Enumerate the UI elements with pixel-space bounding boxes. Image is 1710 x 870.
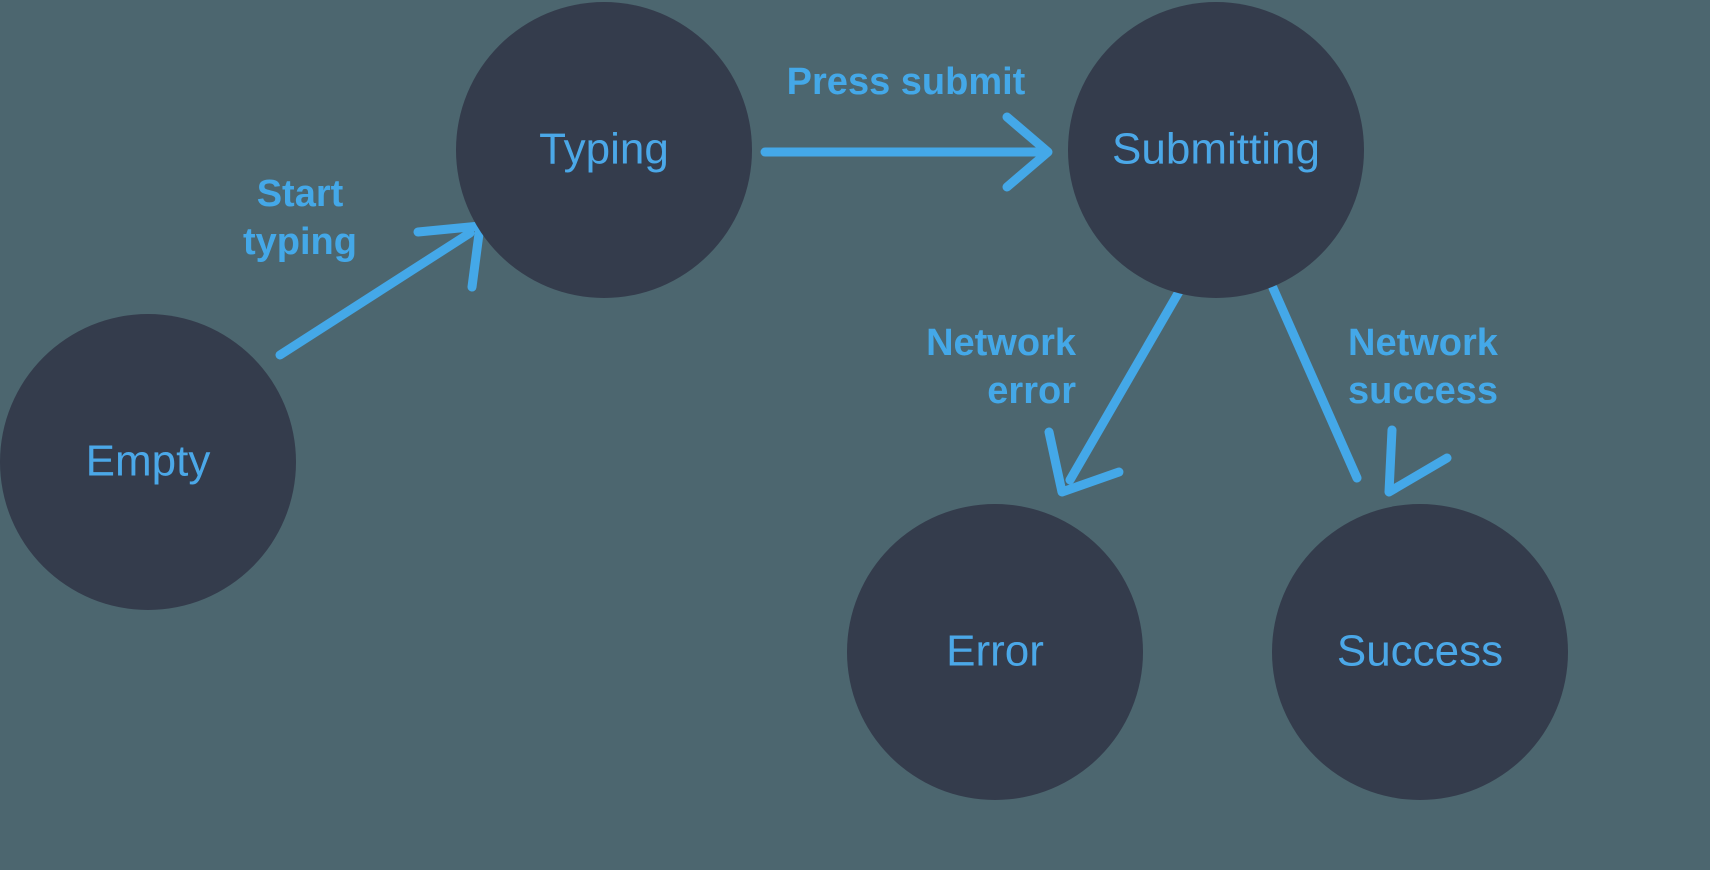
edge-label-submitting-to-success: Network success [1348, 322, 1499, 412]
state-node-typing-circle[interactable] [456, 2, 752, 298]
edge-typing-to-submitting-arrowhead [1002, 112, 1053, 192]
state-node-success[interactable]: Success [1272, 504, 1568, 800]
edge-empty-to-typing-line [275, 228, 475, 360]
state-node-typing[interactable]: Typing [456, 2, 752, 298]
state-node-success-label: Success [1337, 627, 1503, 676]
edge-submitting-to-error [1044, 285, 1185, 497]
state-node-typing-label: Typing [539, 125, 669, 174]
state-node-success-circle[interactable] [1272, 504, 1568, 800]
edge-label-line-1: Network [926, 322, 1077, 364]
state-node-error[interactable]: Error [847, 504, 1143, 800]
edge-submitting-to-success-arrowhead [1384, 425, 1452, 497]
edge-submitting-to-error-arrowhead [1044, 427, 1124, 497]
edge-submitting-to-success-line [1268, 283, 1362, 483]
edge-submitting-to-success [1268, 283, 1452, 497]
state-node-error-circle[interactable] [847, 504, 1143, 800]
edge-label-submitting-to-error: Network error [926, 322, 1077, 412]
edge-label-line-2: typing [243, 221, 357, 263]
edge-label-line-1: Network [1348, 322, 1499, 364]
edge-typing-to-submitting [760, 112, 1053, 192]
edge-submitting-to-error-line [1065, 285, 1185, 485]
edge-label-line-1: Start [257, 173, 344, 215]
edge-label-typing-to-submitting: Press submit [787, 61, 1026, 103]
edge-label-line-1: Press submit [787, 61, 1026, 103]
state-node-error-label: Error [946, 627, 1044, 676]
edge-label-line-2: success [1348, 370, 1498, 412]
state-node-empty-circle[interactable] [0, 314, 296, 610]
state-node-submitting-label: Submitting [1112, 125, 1320, 174]
state-node-empty-label: Empty [86, 437, 211, 486]
edge-label-empty-to-typing: Start typing [243, 173, 357, 263]
state-node-empty[interactable]: Empty [0, 314, 296, 610]
state-node-submitting-circle[interactable] [1068, 2, 1364, 298]
edge-label-line-2: error [987, 370, 1076, 412]
state-node-submitting[interactable]: Submitting [1068, 2, 1364, 298]
